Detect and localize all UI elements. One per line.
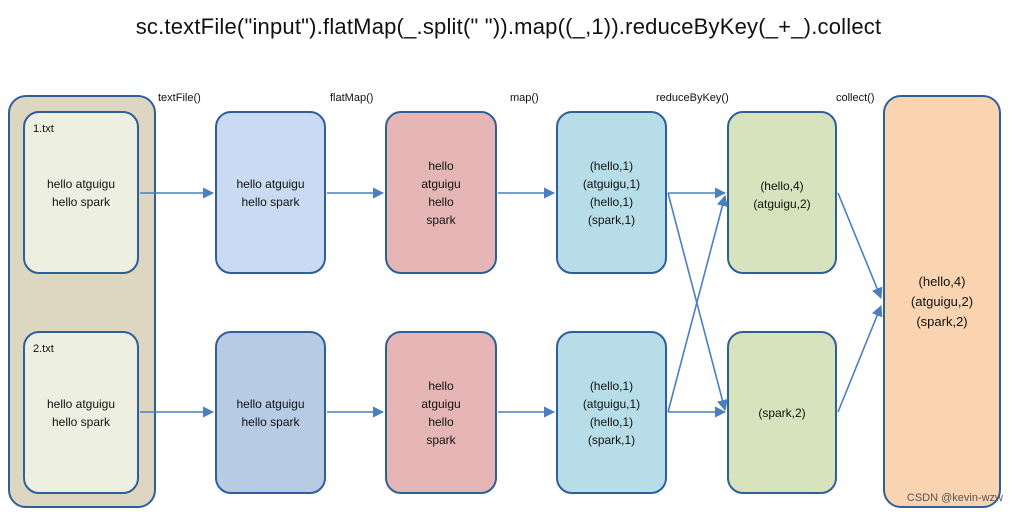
collect-result: (hello,4) (atguigu,2) (spark,2) (883, 95, 1001, 508)
textfile-2-line-1: hello atguigu (236, 396, 305, 411)
map-2-line-1: (hello,1) (589, 378, 634, 393)
textfile-partition-1: hello atguigu hello spark (215, 111, 326, 274)
reduce-2-line-1: (spark,2) (758, 405, 806, 420)
reduce-partition-2: (spark,2) (727, 331, 837, 494)
arrow-reduce2-to-collect (837, 304, 883, 413)
map-2-line-3: (hello,1) (589, 414, 634, 429)
map-1-line-4: (spark,1) (587, 212, 636, 227)
stage-label-textfile: textFile() (158, 92, 201, 104)
map-partition-1: (hello,1) (atguigu,1) (hello,1) (spark,1… (556, 111, 667, 274)
stage-label-flatmap: flatMap() (330, 92, 374, 104)
collect-line-1: (hello,4) (918, 273, 966, 289)
map-1-line-1: (hello,1) (589, 158, 634, 173)
flatmap-partition-2: hello atguigu hello spark (385, 331, 497, 494)
watermark: CSDN @kevin-wzw (906, 492, 1003, 504)
flatmap-2-line-1: hello (428, 378, 454, 393)
stage-label-map: map() (510, 92, 539, 104)
textfile-1-line-1: hello atguigu (236, 176, 305, 191)
textfile-1-line-2: hello spark (241, 194, 300, 209)
reduce-1-line-2: (atguigu,2) (753, 197, 811, 211)
input-file-2: 2.txt hello atguigu hello spark (23, 331, 139, 494)
stage-label-collect: collect() (836, 92, 875, 104)
file-name-1: 1.txt (33, 123, 54, 135)
flatmap-1-line-1: hello (428, 158, 454, 173)
file-2-line-2: hello spark (51, 414, 111, 429)
input-file-1: 1.txt hello atguigu hello spark (23, 111, 139, 274)
flatmap-2-line-4: spark (426, 432, 456, 447)
flatmap-1-line-2: atguigu (421, 176, 461, 191)
reduce-partition-1: (hello,4) (atguigu,2) (727, 111, 837, 274)
flatmap-2-line-3: hello (428, 414, 454, 429)
file-name-2: 2.txt (33, 343, 54, 355)
flatmap-2-line-2: atguigu (421, 396, 461, 411)
stage-label-reducebykey: reduceByKey() (656, 92, 729, 104)
map-1-line-2: (atguigu,1) (582, 176, 641, 191)
diagram-title: sc.textFile("input").flatMap(_.split(" "… (135, 14, 882, 39)
file-1-line-2: hello spark (51, 194, 111, 209)
file-2-line-1: hello atguigu (46, 396, 116, 411)
arrow-map2-to-reduce1 (667, 194, 728, 413)
collect-line-2: (atguigu,2) (910, 293, 974, 309)
map-partition-2: (hello,1) (atguigu,1) (hello,1) (spark,1… (556, 331, 667, 494)
flatmap-1-line-3: hello (428, 194, 454, 209)
map-2-line-2: (atguigu,1) (582, 396, 641, 411)
map-1-line-3: (hello,1) (589, 194, 634, 209)
arrow-reduce1-to-collect (837, 192, 883, 300)
textfile-partition-2: hello atguigu hello spark (215, 331, 326, 494)
map-2-line-4: (spark,1) (587, 432, 636, 447)
file-1-line-1: hello atguigu (46, 176, 116, 191)
textfile-2-line-2: hello spark (241, 414, 300, 429)
flatmap-partition-1: hello atguigu hello spark (385, 111, 497, 274)
reduce-1-line-1: (hello,4) (760, 179, 804, 193)
flatmap-1-line-4: spark (426, 212, 456, 227)
collect-line-3: (spark,2) (916, 313, 968, 329)
